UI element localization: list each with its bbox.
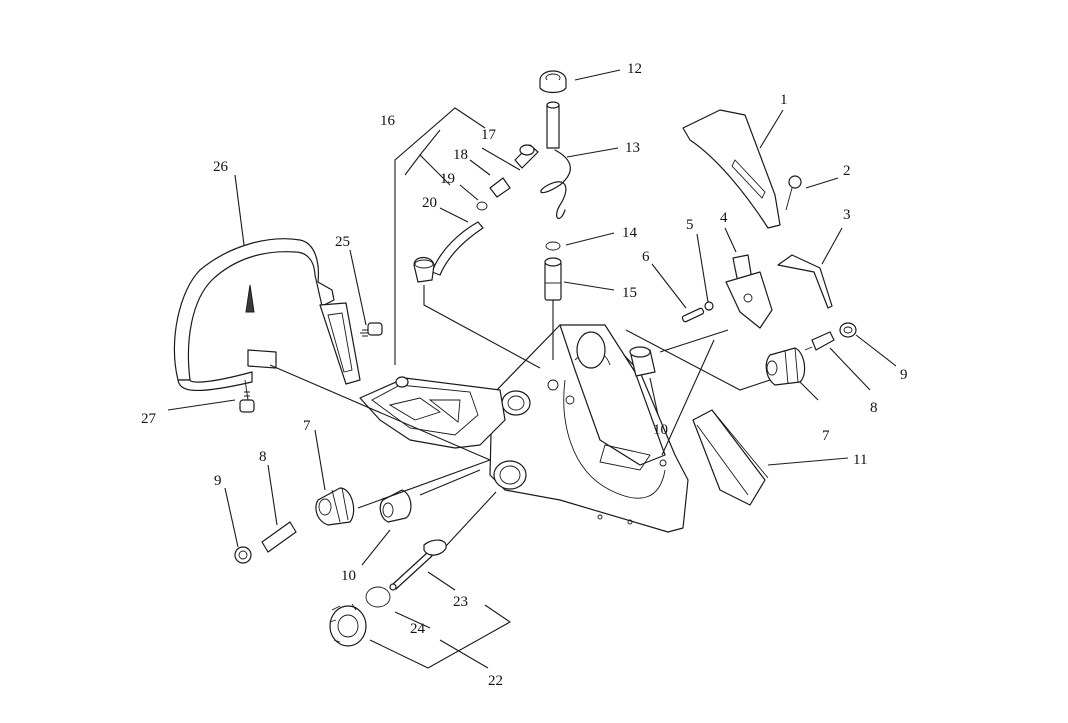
callout-17: 17 xyxy=(481,127,497,143)
fuel-hose-assembly xyxy=(413,144,539,283)
callout-7-left: 7 xyxy=(303,418,311,434)
handle-bar xyxy=(173,238,361,391)
callout-6: 6 xyxy=(642,249,650,265)
callout-14: 14 xyxy=(622,225,638,241)
callout-23: 23 xyxy=(453,594,468,610)
callout-9-left: 9 xyxy=(214,473,222,489)
callout-26: 26 xyxy=(213,159,229,175)
trigger-assembly xyxy=(681,109,833,329)
callout-20: 20 xyxy=(422,195,437,211)
screw-27 xyxy=(239,379,255,413)
callout-leaders xyxy=(167,69,897,669)
callout-10-right: 10 xyxy=(653,422,668,438)
callout-24: 24 xyxy=(410,621,426,637)
callout-labels: 1 2 3 4 5 6 7 8 9 10 11 12 13 14 15 16 1… xyxy=(141,61,908,689)
callout-1: 1 xyxy=(780,92,788,108)
callout-4: 4 xyxy=(720,210,728,226)
left-mount-parts xyxy=(234,487,412,564)
callout-9-right: 9 xyxy=(900,367,908,383)
callout-27: 27 xyxy=(141,411,157,427)
callout-18: 18 xyxy=(453,147,468,163)
fuel-tank-parts xyxy=(539,70,571,301)
bracket-arm xyxy=(359,376,506,449)
callout-8-right: 8 xyxy=(870,400,878,416)
callout-22: 22 xyxy=(488,673,503,689)
callout-25: 25 xyxy=(335,234,350,250)
callout-8-left: 8 xyxy=(259,449,267,465)
screw-25 xyxy=(360,322,383,337)
callout-2: 2 xyxy=(843,163,851,179)
assembly-guide-lines xyxy=(269,107,771,547)
callout-5: 5 xyxy=(686,217,694,233)
callout-12: 12 xyxy=(627,61,642,77)
bottom-parts xyxy=(329,539,447,647)
callout-16: 16 xyxy=(380,113,396,129)
callout-7-right: 7 xyxy=(822,428,830,444)
callout-19: 19 xyxy=(440,171,455,187)
callout-13: 13 xyxy=(625,140,640,156)
main-frame xyxy=(489,324,689,533)
right-mount-parts xyxy=(629,322,857,506)
callout-10-left: 10 xyxy=(341,568,356,584)
callout-15: 15 xyxy=(622,285,637,301)
callout-3: 3 xyxy=(843,207,851,223)
callout-11: 11 xyxy=(853,452,867,468)
